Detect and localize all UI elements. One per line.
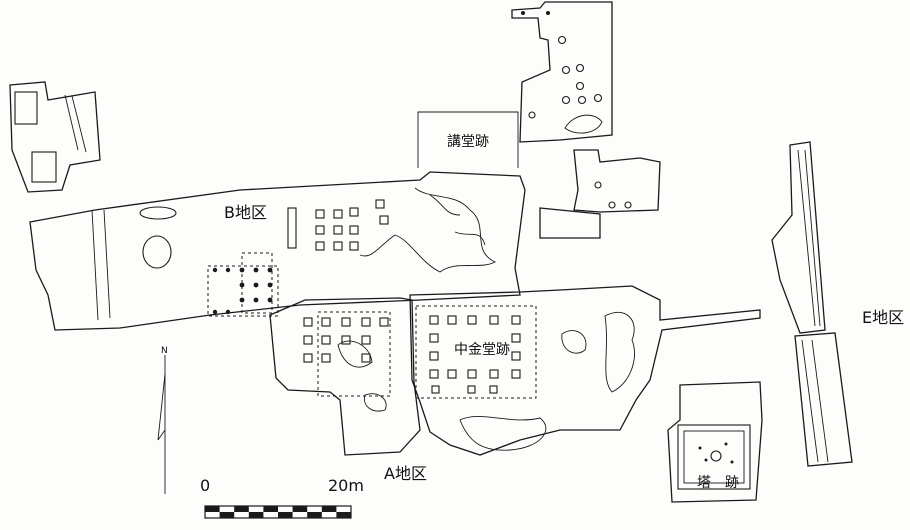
scale-bar-graphic: [204, 505, 352, 519]
lecture-hall-outline: [417, 111, 519, 168]
north-arrow: [157, 355, 166, 494]
scale-bar-segment: [336, 512, 351, 518]
middle-golden-hall-posts: [429, 315, 521, 394]
northwest-trench: [9, 81, 101, 193]
east-central-trenches: [539, 149, 661, 239]
north-arrow-label: N: [161, 346, 168, 356]
scale-bar-segment: [248, 512, 264, 518]
scale-end-label: 20m: [328, 476, 364, 495]
scale-bar-segment: [307, 512, 322, 518]
b-district-label: B地区: [224, 203, 267, 222]
lecture-hall-label: 講堂跡: [447, 134, 489, 150]
middle-golden-hall-trench: [409, 285, 761, 456]
scale-bar-segment: [219, 512, 235, 518]
scale-bar-segment: [321, 506, 337, 512]
e-district-trenches: [771, 141, 853, 467]
b-district-trench: [29, 171, 526, 331]
scale-bar-segment: [292, 506, 308, 512]
scale-bar-segment: [278, 512, 293, 518]
scale-bar-segment: [234, 506, 249, 512]
scale-bar-segment: [205, 506, 220, 512]
scale-start-label: 0: [200, 476, 211, 495]
pagoda-label: 塔 跡: [697, 475, 739, 491]
b-district-post-grid: [207, 199, 389, 317]
north-trench: [511, 1, 613, 143]
pagoda-trench: [667, 381, 763, 503]
e-district-label: E地区: [862, 308, 905, 327]
a-district-label: A地区: [384, 464, 427, 483]
middle-golden-hall-label: 中金堂跡: [454, 342, 510, 358]
scale-bar-segment: [263, 506, 278, 512]
a-district-trench: [269, 297, 421, 456]
